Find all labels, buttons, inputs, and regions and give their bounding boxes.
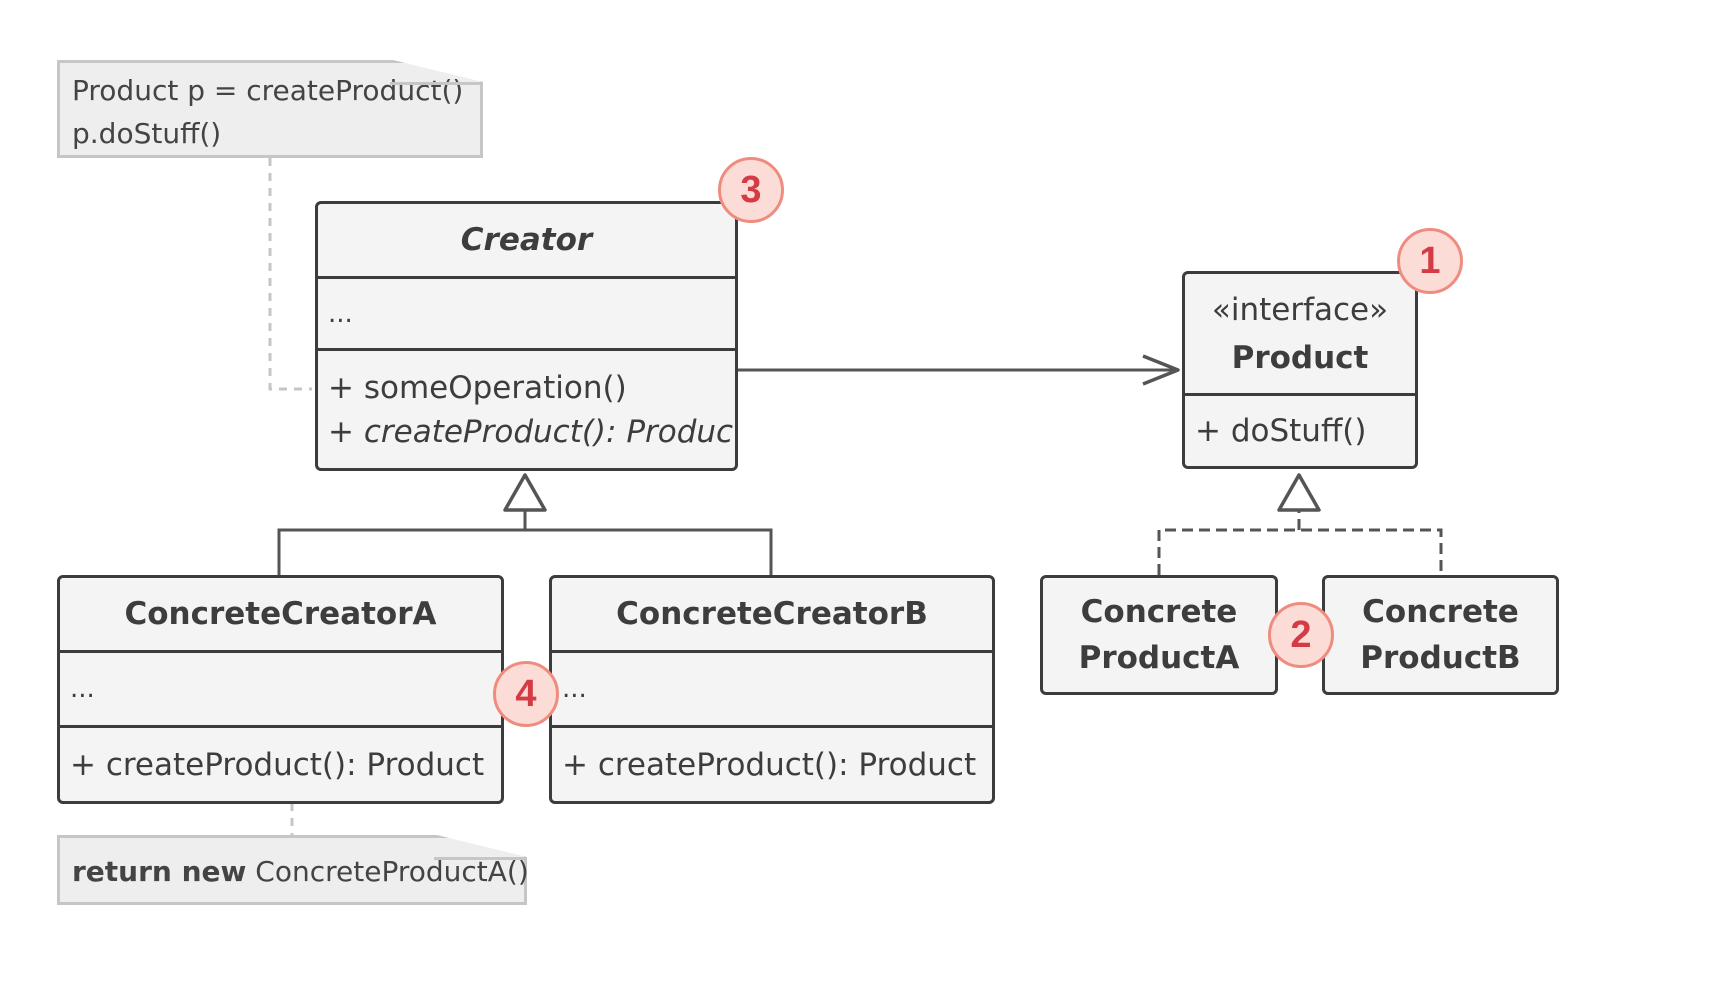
stereotype-label: «interface» — [1211, 291, 1389, 328]
top-code-note: Product p = createProduct() p.doStuff() — [57, 60, 483, 158]
class-name-line: Concrete — [1080, 594, 1238, 630]
realization-lines — [1157, 511, 1443, 575]
note-fold — [390, 60, 483, 85]
method: + createProduct(): Product — [562, 746, 977, 783]
note-line: Product p = createProduct() — [72, 74, 464, 107]
class-name-line: ProductA — [1078, 640, 1240, 676]
concrete-product-a-class: Concrete ProductA — [1040, 575, 1278, 695]
code-keyword: return new — [72, 855, 247, 888]
note-fold — [434, 835, 527, 860]
badge-3: 3 — [718, 157, 784, 223]
class-methods: + createProduct(): Product — [552, 728, 992, 801]
method: + doStuff() — [1195, 413, 1367, 449]
class-title: Concrete ProductB — [1325, 578, 1556, 692]
bottom-code-note: return new ConcreteProductA() — [57, 835, 527, 905]
class-name-line: ProductB — [1360, 640, 1521, 676]
class-title: «interface» Product — [1185, 274, 1415, 396]
badge-4: 4 — [493, 661, 559, 727]
class-title: ConcreteCreatorA — [60, 578, 501, 653]
interface-name: Product — [1231, 339, 1369, 376]
concrete-product-b-class: Concrete ProductB — [1322, 575, 1559, 695]
class-fields: ... — [60, 653, 501, 728]
code-text: ConcreteProductA() — [246, 855, 529, 888]
note-line: return new ConcreteProductA() — [60, 850, 524, 893]
badge-1: 1 — [1397, 228, 1463, 294]
class-methods: + doStuff() — [1185, 396, 1415, 466]
method: + someOperation() — [328, 369, 627, 406]
class-fields: ... — [318, 279, 735, 351]
class-name-line: Concrete — [1362, 594, 1519, 630]
realization-arrowhead — [1277, 473, 1321, 512]
badge-2: 2 — [1268, 602, 1334, 668]
class-title: Concrete ProductA — [1043, 578, 1275, 692]
class-title: ConcreteCreatorB — [552, 578, 992, 653]
top-note-anchor-line — [268, 158, 312, 391]
class-methods: + someOperation() + createProduct(): Pro… — [318, 351, 735, 468]
class-fields: ... — [552, 653, 992, 728]
concrete-creator-a-class: ConcreteCreatorA ... + createProduct(): … — [57, 575, 504, 804]
method: + createProduct(): Product — [70, 746, 485, 783]
creator-class: Creator ... + someOperation() + createPr… — [315, 201, 738, 471]
inheritance-arrowhead — [503, 473, 547, 512]
association-arrowhead — [1142, 354, 1180, 386]
abstract-method: + createProduct(): Product — [328, 413, 738, 450]
inheritance-lines — [277, 510, 773, 575]
note-line: p.doStuff() — [72, 117, 222, 150]
concrete-creator-b-class: ConcreteCreatorB ... + createProduct(): … — [549, 575, 995, 804]
product-interface: «interface» Product + doStuff() — [1182, 271, 1418, 469]
class-methods: + createProduct(): Product — [60, 728, 501, 801]
class-title: Creator — [318, 204, 735, 279]
